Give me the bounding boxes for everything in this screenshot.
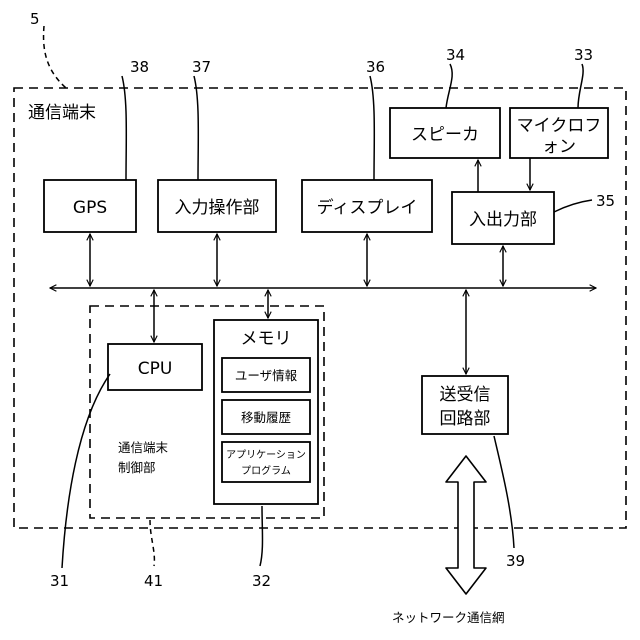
speaker-label: スピーカ	[411, 125, 479, 145]
terminal-title: 通信端末	[28, 103, 96, 123]
cpu-ref-number: 31	[50, 572, 69, 590]
terminal-ref-leader	[44, 26, 66, 88]
terminal-ref-number: 5	[30, 10, 40, 28]
speaker-ref-number: 34	[446, 46, 465, 64]
display-ref-leader	[370, 76, 374, 180]
transceiver-label-line1: 送受信	[440, 385, 491, 405]
network-double-arrow	[446, 456, 486, 594]
memory-label: メモリ	[241, 329, 292, 349]
gps-label: GPS	[73, 198, 107, 218]
movement-history-label: 移動履歴	[241, 410, 291, 425]
transceiver-label-line2: 回路部	[440, 409, 491, 429]
controller-ref-leader	[150, 520, 154, 566]
speaker-ref-leader	[446, 64, 452, 108]
memory-ref-leader	[260, 506, 263, 566]
display-label: ディスプレイ	[317, 197, 418, 218]
transceiver-ref-number: 39	[506, 552, 525, 570]
io-unit-label: 入出力部	[469, 210, 537, 230]
input-ref-number: 37	[192, 58, 211, 76]
input-ref-leader	[194, 76, 198, 180]
io-ref-number: 35	[596, 192, 615, 210]
app-program-label-line2: プログラム	[241, 464, 291, 477]
microphone-label-line1: マイクロフ	[517, 116, 602, 136]
controller-title-line2: 制御部	[118, 460, 156, 475]
controller-ref-number: 41	[144, 572, 163, 590]
memory-ref-number: 32	[252, 572, 271, 590]
app-program-label-line1: アプリケーション	[226, 449, 306, 461]
cpu-label: CPU	[138, 359, 173, 379]
microphone-ref-leader	[578, 64, 583, 108]
microphone-ref-number: 33	[574, 46, 593, 64]
input-operation-label: 入力操作部	[175, 198, 260, 218]
display-ref-number: 36	[366, 58, 385, 76]
network-label: ネットワーク通信網	[392, 610, 505, 625]
gps-ref-number: 38	[130, 58, 149, 76]
gps-ref-leader	[122, 76, 126, 180]
transceiver-ref-leader	[494, 436, 514, 548]
controller-title-line1: 通信端末	[118, 440, 169, 455]
user-info-label: ユーザ情報	[235, 368, 298, 383]
io-ref-leader	[554, 200, 592, 212]
cpu-ref-leader	[62, 374, 110, 568]
microphone-label-line2: ォン	[542, 137, 576, 157]
